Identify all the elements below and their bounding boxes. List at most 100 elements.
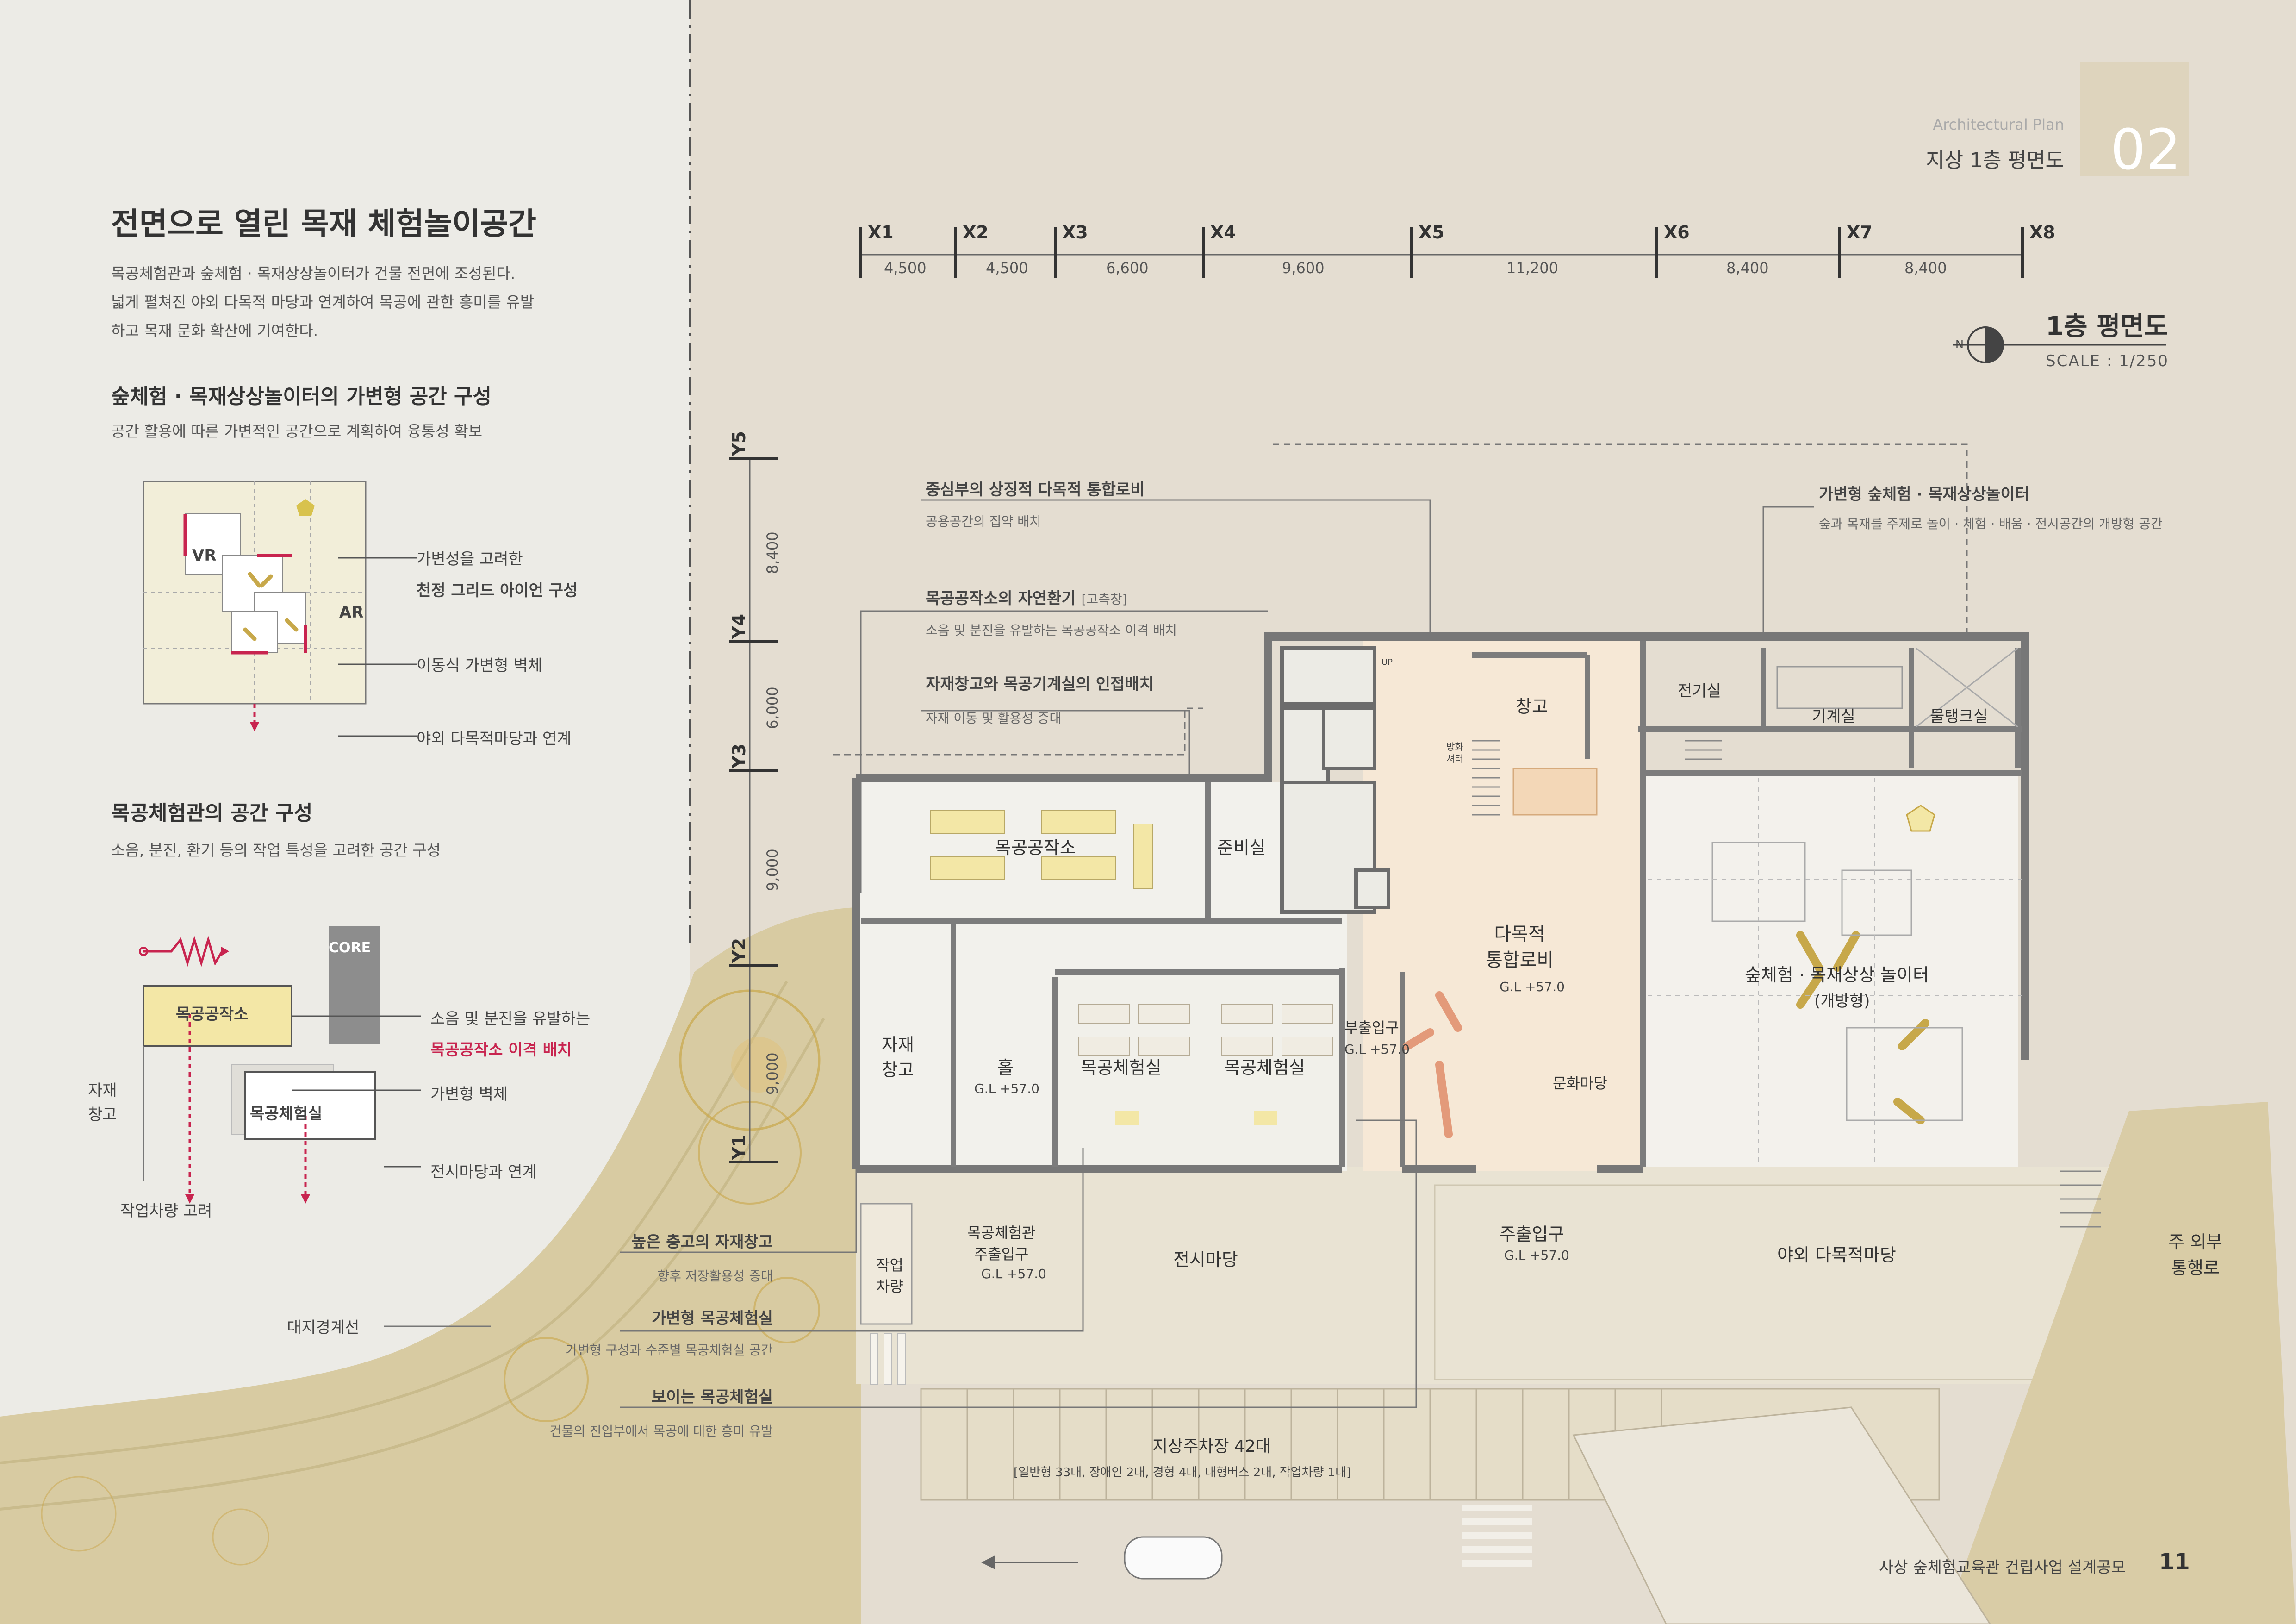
outer-road-label: 주 외부 통행로 bbox=[2168, 1232, 2222, 1278]
plaza-area bbox=[856, 1167, 2152, 1384]
callout-5-title: 높은 층고의 자재창고 bbox=[631, 1233, 773, 1251]
room-lobby-gl: G.L +57.0 bbox=[1500, 979, 1565, 994]
room-warehouse: 창고 bbox=[1516, 696, 1548, 717]
exhibit-yard: 전시마당 bbox=[1173, 1249, 1238, 1270]
diagram1-note1b: 천정 그리드 아이언 구성 bbox=[417, 581, 578, 600]
callout-2-sub: 소음 및 분진을 유발하는 목공공작소 이격 배치 bbox=[926, 623, 1177, 638]
callout-3-title: 자재창고와 목공기계실의 인접배치 bbox=[926, 675, 1154, 693]
diagram1-note1a: 가변성을 고려한 bbox=[417, 550, 523, 568]
wood-main-entry: 목공체험관 주출입구 bbox=[967, 1224, 1036, 1263]
axis-x5: X5 bbox=[1419, 222, 1444, 243]
callout-7-title: 보이는 목공체험실 bbox=[651, 1388, 773, 1406]
core-label: CORE bbox=[329, 940, 371, 956]
room-hall: 홀 bbox=[997, 1057, 1014, 1078]
road-arrow-icon bbox=[981, 1555, 995, 1569]
work-vehicle: 작업 차량 bbox=[876, 1256, 903, 1295]
fire-shutter-label: 방화 셔터 bbox=[1446, 741, 1463, 764]
callout-3-sub: 자재 이동 및 활용성 증대 bbox=[926, 711, 1062, 726]
axis-y1: Y1 bbox=[729, 1135, 749, 1160]
north-label: N bbox=[1955, 338, 1964, 351]
axis-y5: Y5 bbox=[729, 431, 749, 456]
intro-line-1: 목공체험관과 숲체험 · 목재상상놀이터가 건물 전면에 조성된다. bbox=[111, 264, 516, 282]
diagram2-note1b: 목공공작소 이격 배치 bbox=[430, 1041, 572, 1059]
callout-6-sub: 가변형 구성과 수준별 목공체험실 공간 bbox=[566, 1343, 773, 1358]
header-badge-bg bbox=[2080, 62, 2189, 176]
section1-title: 숲체험 · 목재상상놀이터의 가변형 공간 구성 bbox=[111, 385, 492, 408]
parking-sub: [일반형 33대, 장애인 2대, 경형 4대, 대형버스 2대, 작업차량 1… bbox=[1014, 1466, 1351, 1480]
room-lobby: 다목적 통합로비 bbox=[1486, 924, 1554, 971]
dim-x2: 4,500 bbox=[986, 259, 1028, 277]
axis-x2: X2 bbox=[963, 222, 989, 243]
room-mech: 기계실 bbox=[1812, 707, 1855, 726]
room-hall-gl: G.L +57.0 bbox=[974, 1081, 1039, 1096]
callout-2-title: 목공공작소의 자연환기 [고측창] bbox=[926, 586, 1127, 608]
header-badge: 02 bbox=[2110, 118, 2181, 182]
callout-2-tag: [고측창] bbox=[1081, 592, 1127, 607]
footer-text: 사상 숲체험교육관 건립사업 설계공모 bbox=[1879, 1558, 2126, 1577]
dim-y2: 6,000 bbox=[764, 687, 781, 729]
axis-x8: X8 bbox=[2029, 222, 2055, 243]
vr-label: VR bbox=[192, 546, 217, 565]
intro-line-3: 하고 목재 문화 확산에 기여한다. bbox=[111, 322, 318, 340]
room-elec: 전기실 bbox=[1678, 682, 1721, 700]
axis-y3: Y3 bbox=[729, 743, 749, 768]
axis-x7: X7 bbox=[1847, 222, 1873, 243]
axis-y4: Y4 bbox=[729, 614, 749, 639]
car-icon bbox=[1124, 1536, 1223, 1580]
room-side-entry: 부출입구 bbox=[1344, 1019, 1399, 1037]
main-entry-gl: G.L +57.0 bbox=[1504, 1248, 1569, 1263]
lobby-fill bbox=[1363, 637, 1643, 1171]
plan-scale: SCALE : 1/250 bbox=[2046, 352, 2169, 370]
variable-space-diagram bbox=[143, 481, 367, 731]
dim-x1: 4,500 bbox=[884, 259, 927, 277]
storage-diagram-label: 자재 창고 bbox=[88, 1081, 117, 1124]
room-side-entry-gl: G.L +57.0 bbox=[1344, 1042, 1410, 1057]
dim-x5: 11,200 bbox=[1506, 259, 1558, 277]
callout-7-sub: 건물의 진입부에서 목공에 대한 흥미 유발 bbox=[549, 1424, 773, 1439]
diagram2-note4: 작업차량 고려 bbox=[120, 1202, 212, 1220]
outer-road bbox=[1944, 1102, 2296, 1624]
exp-room-diagram-label: 목공체험실 bbox=[250, 1105, 323, 1123]
room-exp-2: 목공체험실 bbox=[1224, 1057, 1305, 1078]
outdoor-yard: 야외 다목적마당 bbox=[1777, 1245, 1896, 1265]
stair-up-label: UP bbox=[1381, 657, 1393, 667]
room-storage: 자재 창고 bbox=[882, 1035, 914, 1080]
forest-play-fill bbox=[1643, 773, 2018, 1167]
room-culture: 문화마당 bbox=[1553, 1074, 1607, 1092]
section2-subtitle: 소음, 분진, 환기 등의 작업 특성을 고려한 공간 구성 bbox=[111, 841, 441, 859]
intro-text: 목공체험관과 숲체험 · 목재상상놀이터가 건물 전면에 조성된다. 넓게 펼쳐… bbox=[111, 259, 666, 345]
diagram1-leaders bbox=[338, 557, 417, 737]
section1-subtitle: 공간 활용에 따른 가변적인 공간으로 계획하여 융통성 확보 bbox=[111, 422, 483, 440]
diagram1-note3: 야외 다목적마당과 연계 bbox=[417, 730, 572, 748]
dim-x7: 8,400 bbox=[1904, 259, 1947, 277]
room-prep: 준비실 bbox=[1217, 837, 1266, 858]
parking-title: 지상주차장 42대 bbox=[1152, 1437, 1271, 1456]
callout-4-title: 가변형 숲체험 · 목재상상놀이터 bbox=[1819, 485, 2030, 504]
dim-y4: 9,000 bbox=[764, 1052, 781, 1095]
room-forest-sub: (개방형) bbox=[1814, 992, 1870, 1011]
dim-y3: 9,000 bbox=[764, 849, 781, 891]
header-eyebrow: Architectural Plan bbox=[1933, 116, 2064, 133]
wood-main-entry-gl: G.L +57.0 bbox=[981, 1266, 1046, 1281]
diagram2-note3: 전시마당과 연계 bbox=[430, 1163, 537, 1181]
axis-x6: X6 bbox=[1664, 222, 1690, 243]
landscape-band bbox=[0, 907, 861, 1624]
callout-2-title-text: 목공공작소의 자연환기 bbox=[926, 589, 1076, 608]
dim-x4: 9,600 bbox=[1282, 259, 1325, 277]
plan-title: 1층 평면도 bbox=[2046, 312, 2168, 342]
room-workshop: 목공공작소 bbox=[995, 837, 1076, 858]
site-line-label: 대지경계선 bbox=[287, 1318, 360, 1337]
callout-4-sub: 숲과 목재를 주제로 놀이 · 체험 · 배움 · 전시공간의 개방형 공간 bbox=[1819, 516, 2163, 531]
dim-x3: 6,600 bbox=[1106, 259, 1149, 277]
room-forest-play: 숲체험 · 목재상상 놀이터 bbox=[1745, 965, 1929, 985]
workshop-diagram-label: 목공공작소 bbox=[176, 1005, 249, 1024]
section2-title: 목공체험관의 공간 구성 bbox=[111, 801, 313, 825]
callout-1-title: 중심부의 상징적 다목적 통합로비 bbox=[926, 481, 1145, 499]
main-entry: 주출입구 bbox=[1500, 1224, 1564, 1244]
axis-x3: X3 bbox=[1062, 222, 1088, 243]
header-title: 지상 1층 평면도 bbox=[1926, 149, 2064, 172]
ar-label: AR bbox=[339, 603, 364, 622]
axis-x4: X4 bbox=[1210, 222, 1236, 243]
dim-x6: 8,400 bbox=[1726, 259, 1769, 277]
